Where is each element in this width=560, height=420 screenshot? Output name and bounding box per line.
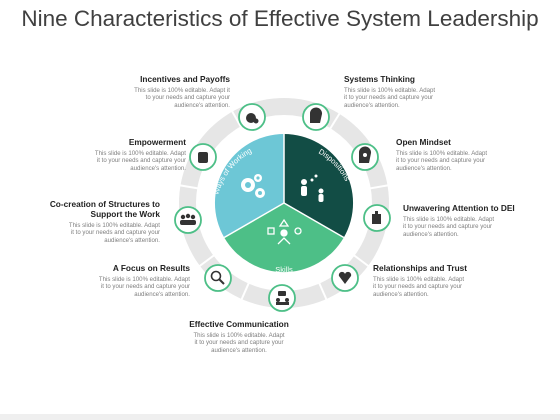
item-relationships-trust: Relationships and Trust This slide is 10… xyxy=(373,263,523,298)
item-title: Co-creation of Structures to Support the… xyxy=(49,199,160,219)
slide-title: Nine Characteristics of Effective System… xyxy=(21,6,539,31)
icon-incentives xyxy=(238,103,266,131)
item-desc: This slide is 100% editable. Adapt it to… xyxy=(68,222,160,244)
item-desc: This slide is 100% editable. Adapt it to… xyxy=(396,150,488,172)
item-desc: This slide is 100% editable. Adapt it to… xyxy=(94,150,186,172)
footer-bar xyxy=(0,414,560,420)
icon-empowerment xyxy=(189,143,217,171)
icon-open-mindset xyxy=(351,143,379,171)
item-desc: This slide is 100% editable. Adapt it to… xyxy=(344,87,436,109)
item-systems-thinking: Systems Thinking This slide is 100% edit… xyxy=(344,74,494,109)
item-effective-communication: Effective Communication This slide is 10… xyxy=(164,319,314,354)
gears-icon xyxy=(241,174,265,198)
icon-systems-thinking xyxy=(302,103,330,131)
item-title: Incentives and Payoffs xyxy=(140,74,230,84)
item-incentives-payoffs: Incentives and Payoffs This slide is 100… xyxy=(80,74,230,109)
item-empowerment: Empowerment This slide is 100% editable.… xyxy=(36,137,186,172)
item-title: Unwavering Attention to DEI xyxy=(403,203,515,213)
icon-co-creation xyxy=(174,206,202,234)
skills-people-icon xyxy=(267,218,302,245)
item-open-mindset: Open Mindset This slide is 100% editable… xyxy=(396,137,546,172)
icon-focus-results xyxy=(204,264,232,292)
label-skills: Skills xyxy=(275,265,293,274)
item-desc: This slide is 100% editable. Adapt it to… xyxy=(134,87,230,109)
item-desc: This slide is 100% editable. Adapt it to… xyxy=(373,276,465,298)
item-desc: This slide is 100% editable. Adapt it to… xyxy=(98,276,190,298)
item-title: Open Mindset xyxy=(396,137,451,147)
icon-effective-communication xyxy=(268,284,296,312)
people-ideas-icon xyxy=(301,174,324,202)
icon-unwavering-dei xyxy=(363,204,391,232)
icon-relationships-trust xyxy=(331,264,359,292)
item-unwavering-dei: Unwavering Attention to DEI This slide i… xyxy=(403,203,553,238)
sector-dispositions xyxy=(284,133,354,238)
item-desc: This slide is 100% editable. Adapt it to… xyxy=(403,216,495,238)
item-title: Systems Thinking xyxy=(344,74,416,84)
item-co-creation: Co-creation of Structures to Support the… xyxy=(10,199,160,244)
item-title: A Focus on Results xyxy=(112,263,190,273)
item-focus-results: A Focus on Results This slide is 100% ed… xyxy=(40,263,190,298)
item-title: Effective Communication xyxy=(189,319,289,329)
item-title: Empowerment xyxy=(128,137,186,147)
item-desc: This slide is 100% editable. Adapt it to… xyxy=(193,332,285,354)
item-title: Relationships and Trust xyxy=(373,263,468,273)
